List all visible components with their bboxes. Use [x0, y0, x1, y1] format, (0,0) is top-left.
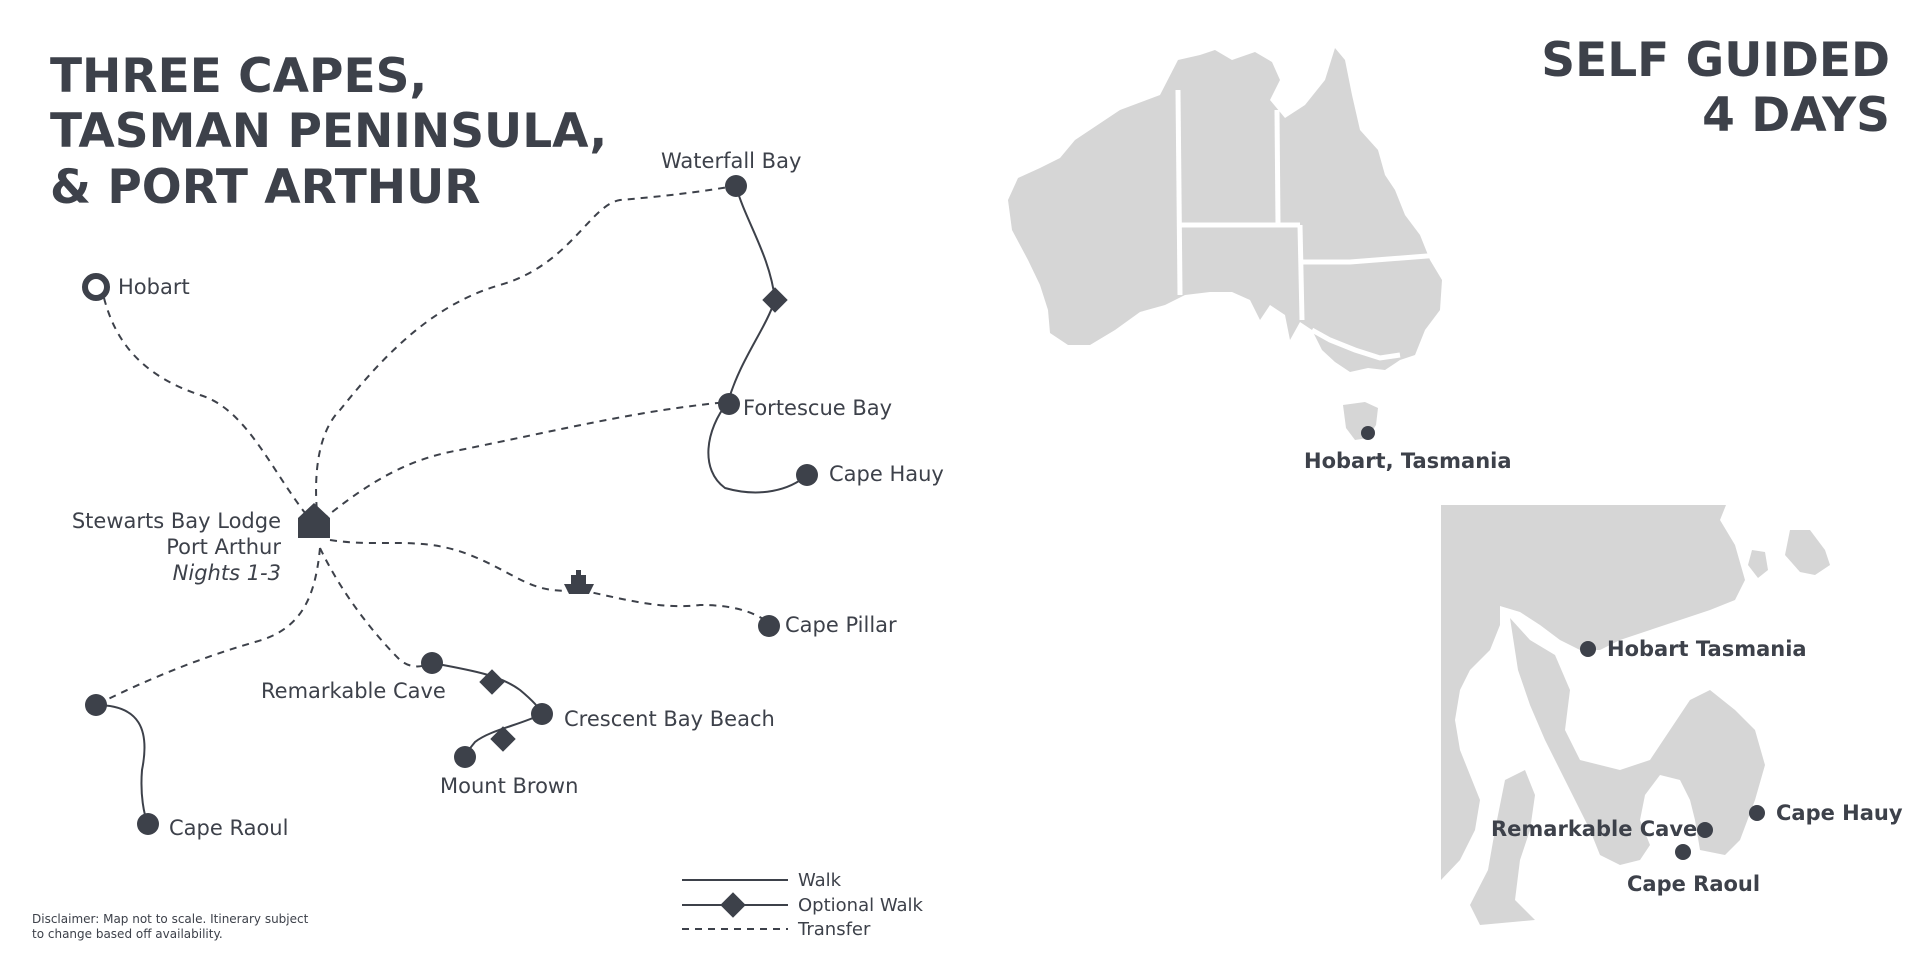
cape-raoul-start-marker	[85, 694, 107, 716]
inset-east-island	[1785, 530, 1830, 575]
house-icon	[298, 503, 330, 538]
cape-hauy-marker	[796, 464, 818, 486]
disclaimer: Disclaimer: Map not to scale. Itinerary …	[32, 912, 309, 941]
mount-brown-marker	[454, 746, 476, 768]
badge-line-1: SELF GUIDED	[1541, 33, 1890, 88]
hobart-label: Hobart	[118, 275, 190, 299]
remarkable-cave-label: Remarkable Cave	[261, 679, 446, 703]
inset-cape-raoul-label: Cape Raoul	[1627, 872, 1760, 896]
legend-optional-walk-diamond	[720, 892, 746, 918]
lodge-name: Stewarts Bay Lodge	[72, 509, 281, 533]
lodge-nights: Nights 1-3	[173, 561, 281, 585]
inset-southwest-land	[1470, 770, 1535, 925]
place-markers	[82, 175, 818, 835]
transfer-lodge-cape-pillar	[329, 539, 769, 623]
australia-map: Hobart, Tasmania	[1008, 48, 1512, 473]
legend-optional-walk-label: Optional Walk	[798, 895, 924, 916]
map-title: THREE CAPES, TASMAN PENINSULA, & PORT AR…	[50, 49, 607, 215]
crescent-bay-beach-marker	[531, 703, 553, 725]
inset-peninsula	[1510, 618, 1765, 865]
waterfall-bay-marker	[725, 175, 747, 197]
fortescue-bay-marker	[718, 393, 740, 415]
disclaimer-line-2: to change based off availability.	[32, 927, 223, 941]
ferry-icon	[564, 570, 594, 594]
legend-transfer-label: Transfer	[797, 919, 871, 940]
cape-raoul-marker	[137, 813, 159, 835]
tasmania-inset-map: Hobart Tasmania Cape Hauy Remarkable Cav…	[1441, 505, 1903, 925]
transfer-hobart-lodge	[103, 297, 316, 526]
title-line-1: THREE CAPES,	[50, 49, 427, 104]
transfer-routes	[95, 185, 769, 706]
mount-brown-label: Mount Brown	[440, 774, 578, 798]
legend: Walk Optional Walk Transfer	[682, 870, 924, 940]
crescent-bay-beach-label: Crescent Bay Beach	[564, 707, 775, 731]
cape-raoul-label: Cape Raoul	[169, 816, 288, 840]
cape-hauy-label: Cape Hauy	[829, 462, 944, 486]
optional-walk-diamond	[762, 287, 788, 313]
route-map	[95, 185, 808, 825]
title-line-2: TASMAN PENINSULA,	[50, 104, 607, 159]
state-borders	[1175, 89, 1441, 361]
optional-walk-diamond	[479, 669, 505, 695]
optional-walk-markers	[479, 287, 788, 752]
australia-mainland	[1008, 48, 1442, 372]
inset-east-islet	[1748, 550, 1768, 578]
inset-cape-hauy-label: Cape Hauy	[1776, 801, 1903, 825]
tour-badge: SELF GUIDED 4 DAYS	[1541, 33, 1890, 143]
inset-land	[1441, 505, 1745, 880]
optional-walk-diamond	[490, 726, 516, 752]
transfer-lodge-remarkable-cave	[319, 547, 433, 668]
inset-hobart-marker	[1580, 641, 1596, 657]
inset-cape-hauy-marker	[1749, 805, 1765, 821]
inset-remarkable-cave-marker	[1697, 822, 1713, 838]
waterfall-bay-label: Waterfall Bay	[661, 149, 801, 173]
place-labels: Hobart Waterfall Bay Fortescue Bay Cape …	[118, 149, 944, 840]
walk-cape-raoul	[95, 704, 149, 825]
lodge-label: Stewarts Bay Lodge Port Arthur Nights 1-…	[72, 509, 282, 585]
lodge-location: Port Arthur	[166, 535, 281, 559]
disclaimer-line-1: Disclaimer: Map not to scale. Itinerary …	[32, 912, 309, 926]
cape-pillar-marker	[758, 615, 780, 637]
cape-pillar-label: Cape Pillar	[785, 613, 897, 637]
transfer-lodge-cape-raoul-start	[95, 547, 321, 706]
hobart-marker	[82, 273, 110, 301]
hobart-location-marker	[1361, 426, 1375, 440]
walk-waterfall-fortescue	[727, 185, 777, 403]
inset-remarkable-cave-label: Remarkable Cave	[1491, 817, 1697, 841]
inset-cape-raoul-marker	[1675, 844, 1691, 860]
badge-line-2: 4 DAYS	[1702, 88, 1890, 143]
hobart-location-label: Hobart, Tasmania	[1304, 449, 1512, 473]
walk-fortescue-cape-hauy	[707, 401, 808, 494]
fortescue-bay-label: Fortescue Bay	[743, 396, 892, 420]
remarkable-cave-marker	[421, 652, 443, 674]
transfer-lodge-fortescue-bay	[321, 401, 729, 521]
inset-hobart-label: Hobart Tasmania	[1607, 637, 1807, 661]
title-line-3: & PORT ARTHUR	[50, 160, 480, 215]
legend-walk-label: Walk	[798, 870, 842, 891]
transfer-lodge-waterfall-bay	[315, 185, 736, 523]
